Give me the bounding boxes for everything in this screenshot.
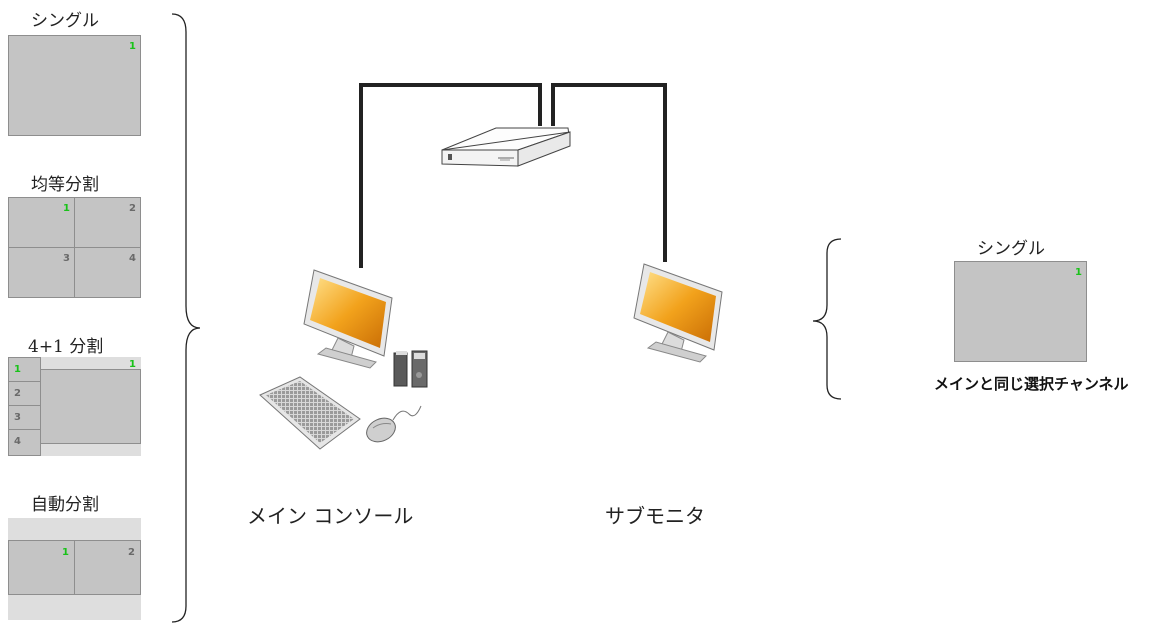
sub-monitor-note: メインと同じ選択チャンネル xyxy=(934,373,1129,394)
mouse-icon xyxy=(365,402,423,444)
right-brace xyxy=(805,235,845,403)
sub-monitor-caption: サブモニタ xyxy=(605,500,705,529)
sub-monitor-screen: 1 xyxy=(954,261,1087,362)
channel-number: 1 xyxy=(1075,267,1082,278)
lcd-monitor-icon xyxy=(300,268,396,372)
keyboard-icon xyxy=(258,375,362,451)
sub-monitor-layout-title: シングル xyxy=(977,234,1045,259)
speakers-icon xyxy=(392,349,432,389)
main-console-caption: メイン コンソール xyxy=(247,500,413,529)
kvm-switch-icon xyxy=(440,120,575,172)
lcd-monitor-icon xyxy=(630,262,726,366)
